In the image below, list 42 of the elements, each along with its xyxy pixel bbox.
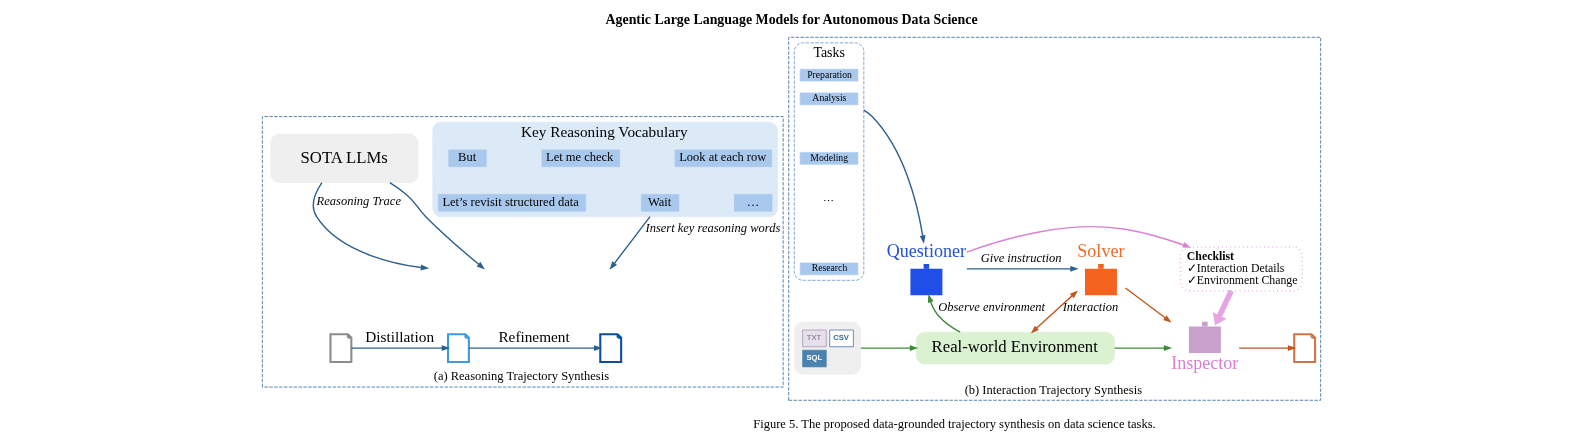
arrow: [350, 345, 450, 352]
arrow: [1113, 345, 1172, 352]
node-box: Analysis: [799, 92, 858, 106]
arrow: [1237, 345, 1296, 352]
edge-label: Give instruction: [980, 251, 1062, 266]
arrow: [1030, 290, 1078, 334]
node-box: Let’s revisit structured data: [437, 194, 586, 212]
node-box: Look at each row: [674, 149, 772, 167]
node-box: …: [733, 194, 772, 212]
arrow: [965, 226, 1191, 253]
arrow: [1212, 289, 1234, 326]
node-box: Checklist ✓Interaction Details ✓Environment Change: [1179, 246, 1303, 292]
arrow: [388, 182, 485, 270]
node-box: Wait: [640, 194, 679, 212]
arrow: [862, 109, 926, 244]
edge-label: Interaction: [1062, 299, 1118, 314]
edge-label: Observe environment: [937, 299, 1045, 314]
caption: Figure 5. The proposed data-grounded trajectory synthesis on data science tasks.: [752, 416, 1156, 431]
arrow: [609, 216, 651, 270]
edge-label: Insert key reasoning words: [644, 220, 780, 235]
edge-label: Distillation: [364, 327, 434, 345]
arrow: [467, 345, 602, 352]
node-label: Inspector: [1170, 352, 1238, 373]
edge-label: Reasoning Trace: [316, 194, 401, 209]
edge-label: Refinement: [497, 327, 570, 345]
node-box: TXT CSV SQL: [793, 321, 861, 375]
arrow: [927, 294, 961, 333]
node-box: Modeling: [799, 152, 858, 165]
node-box: Research: [799, 262, 858, 276]
arrow: [1124, 287, 1172, 323]
node-box: Preparation: [799, 68, 858, 82]
label: ⋯: [822, 195, 834, 208]
arrow: [965, 265, 1079, 272]
node-box: Real-world Environment: [915, 331, 1115, 365]
arrow: [859, 345, 918, 352]
node-label: Questioner: [886, 240, 966, 261]
arrow: [312, 182, 429, 271]
node-box: Let me check: [541, 149, 620, 167]
node-label: Solver: [1076, 240, 1124, 261]
node-box: SOTA LLMs: [269, 133, 418, 183]
diagram-title: Agentic Large Language Models for Autonomous Data Science: [605, 12, 978, 28]
node-box: But: [447, 149, 487, 167]
